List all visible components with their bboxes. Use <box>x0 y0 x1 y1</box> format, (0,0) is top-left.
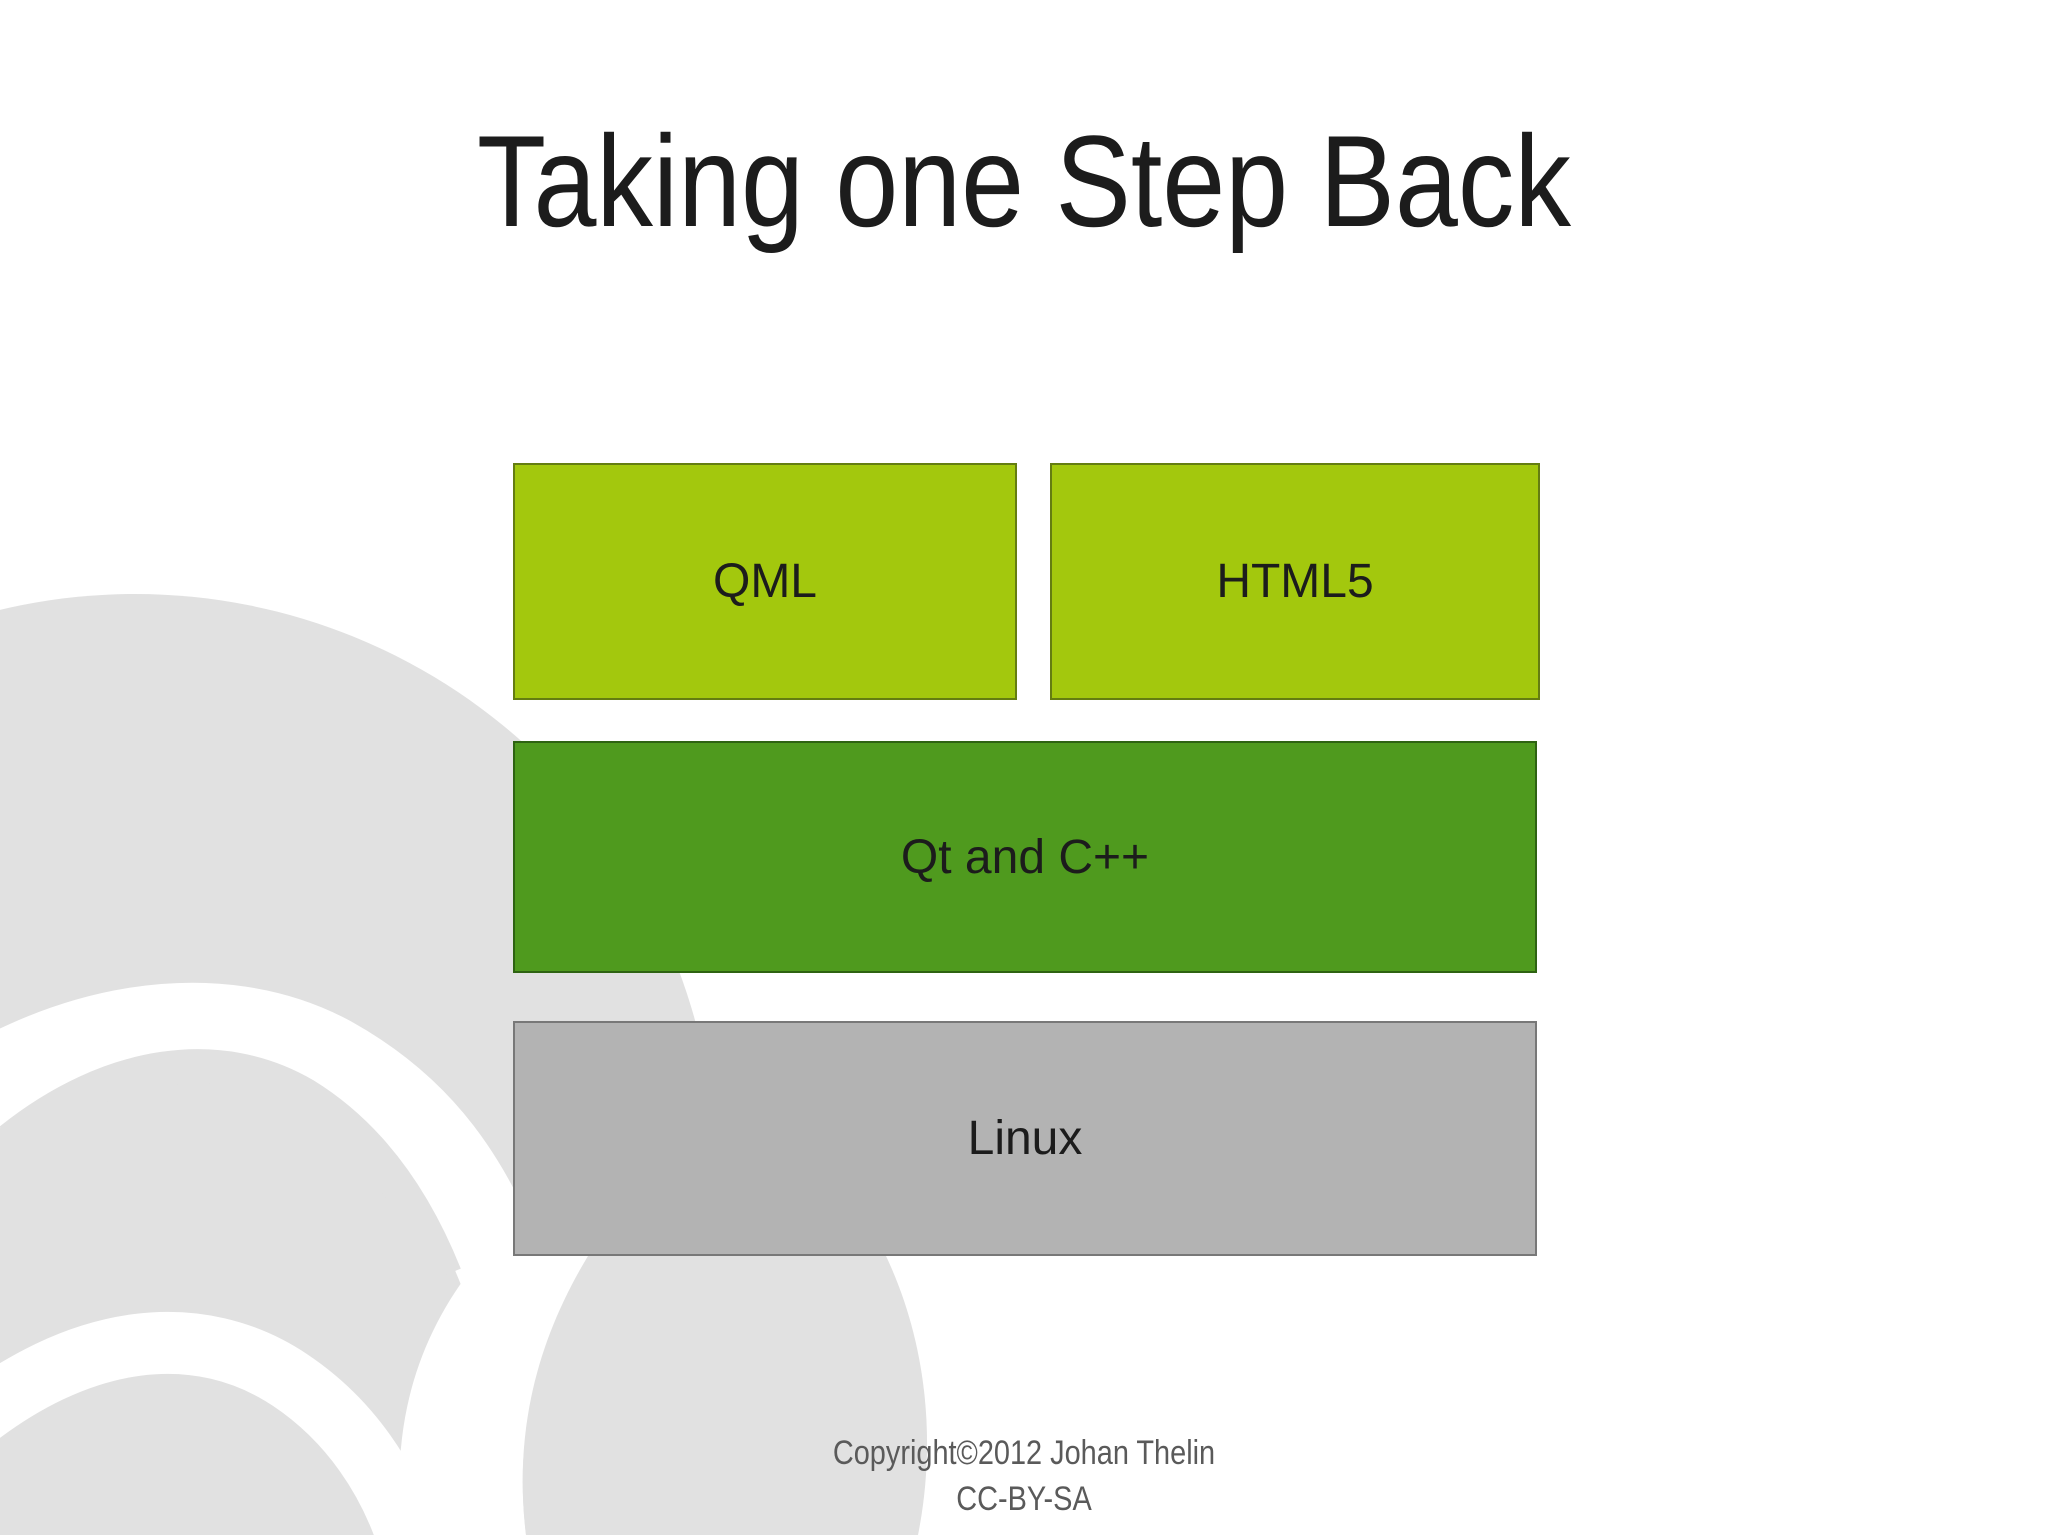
box-qt-and-cpp: Qt and C++ <box>513 741 1537 973</box>
box-qml: QML <box>513 463 1017 700</box>
box-html5: HTML5 <box>1050 463 1540 700</box>
box-qml-label: QML <box>712 555 817 608</box>
slide-title: Taking one Step Back <box>476 108 1571 254</box>
box-html5-label: HTML5 <box>1216 555 1374 608</box>
box-linux: Linux <box>513 1021 1537 1256</box>
box-linux-label: Linux <box>967 1112 1083 1165</box>
footer-copyright: Copyright©2012 Johan Thelin CC-BY-SA <box>154 1430 1895 1522</box>
footer-license-line: CC-BY-SA <box>956 1480 1092 1518</box>
footer-copyright-line: Copyright©2012 Johan Thelin <box>832 1434 1216 1472</box>
box-qt-and-cpp-label: Qt and C++ <box>900 830 1150 884</box>
